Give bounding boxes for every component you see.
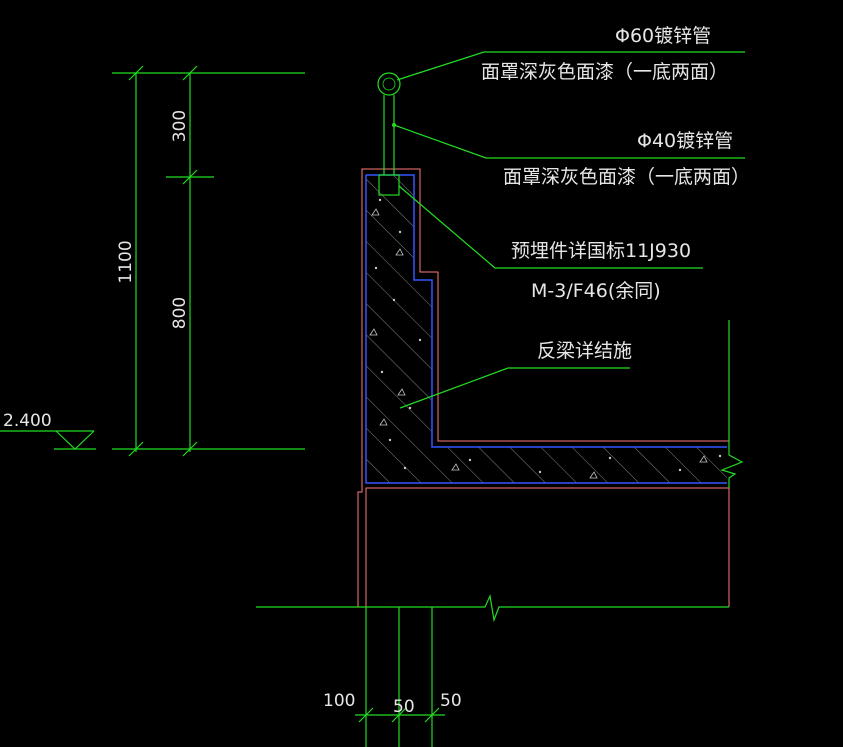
beam-note: 反梁详结施: [537, 340, 632, 362]
dim-bottom-mid: 50: [393, 697, 415, 717]
concrete-section: [365, 174, 727, 484]
handrail-pipe-60: [377, 72, 401, 96]
dim-bottom-right: 50: [440, 691, 462, 711]
floor-line: [256, 593, 729, 623]
dim-total-height: 1100: [116, 240, 136, 283]
concrete-fill: [366, 175, 727, 483]
dim-upper-segment: 300: [170, 110, 190, 142]
finish-outline-bottom: [365, 487, 729, 607]
rail-top-note: 面罩深灰色面漆（一底两面）: [481, 61, 728, 83]
level-mark: 2.400: [0, 411, 96, 450]
embedded-plate: [378, 174, 400, 196]
railing: [377, 72, 401, 196]
embedded-ref: M-3/F46(余同): [531, 280, 661, 302]
aggregate-marks: [374, 198, 722, 474]
finish-outline: [357, 168, 730, 607]
rail-bottom-note: 面罩深灰色面漆（一底两面）: [503, 166, 750, 188]
concrete-edge: [365, 174, 727, 484]
rail-bottom-title: Φ40镀锌管: [637, 130, 733, 152]
dim-bottom-left: 100: [323, 691, 355, 711]
embedded-title: 预埋件详国标11J930: [511, 240, 691, 262]
dim-lower-segment: 800: [170, 297, 190, 329]
rail-top-title: Φ60镀锌管: [615, 25, 711, 47]
leader-lines: [393, 51, 745, 409]
bottom-dimensions: [355, 607, 445, 747]
finish-outline-main: [357, 168, 729, 607]
aggregate-triangles: [369, 208, 708, 479]
vertical-dimensions: [112, 65, 305, 457]
level-value: 2.400: [3, 411, 52, 431]
slab-break-line: [720, 320, 744, 488]
